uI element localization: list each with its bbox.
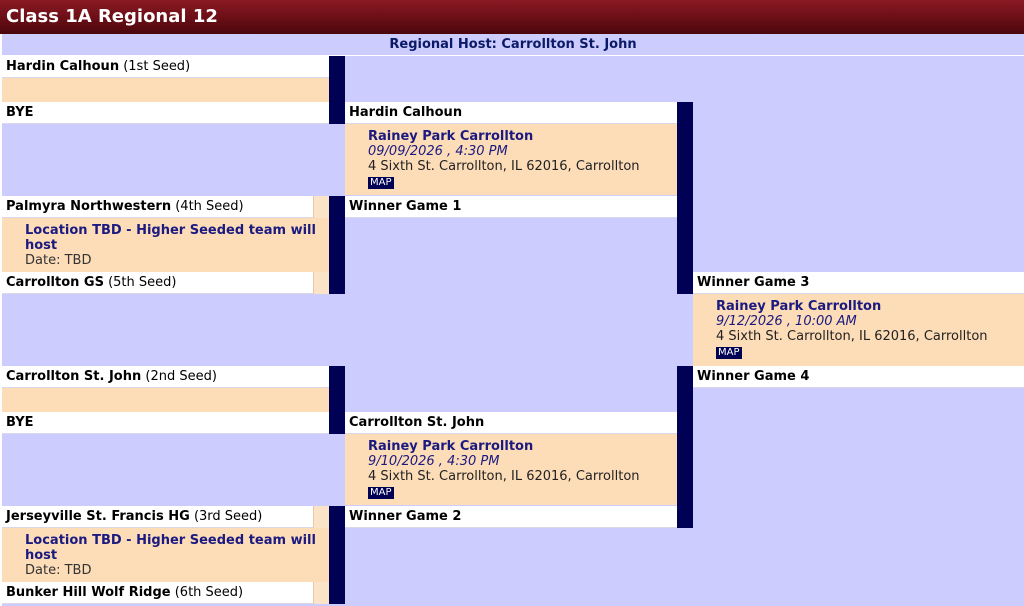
cell-divider <box>313 582 329 604</box>
bracket-connector <box>329 366 345 434</box>
r2-g1-team-top[interactable]: Hardin Calhoun <box>345 102 677 124</box>
team-name: Bunker Hill Wolf Ridge <box>6 585 171 600</box>
r1-g1-info <box>2 78 329 102</box>
r1-g1-team-top[interactable]: Hardin Calhoun (1st Seed) <box>2 56 329 78</box>
game-datetime: 09/09/2026 , 4:30 PM <box>368 144 508 159</box>
bracket-title: Class 1A Regional 12 <box>0 0 1024 34</box>
map-button[interactable]: MAP <box>368 177 394 189</box>
venue-name[interactable]: Rainey Park Carrollton <box>368 439 534 454</box>
r1-g1-team-bottom[interactable]: BYE <box>2 102 329 124</box>
game-datetime: 9/12/2026 , 10:00 AM <box>716 314 857 329</box>
final-info: Rainey Park Carrollton 9/12/2026 , 10:00… <box>693 294 1024 366</box>
location-label: Location TBD - Higher Seeded team will h… <box>25 533 316 563</box>
map-button[interactable]: MAP <box>368 487 394 499</box>
regional-host: Regional Host: Carrollton St. John <box>2 34 1024 56</box>
r1-g4-info: Location TBD - Higher Seeded team will h… <box>2 528 329 582</box>
venue-address: 4 Sixth St. Carrollton, IL 62016, Carrol… <box>368 159 640 174</box>
r1-g2-info: Location TBD - Higher Seeded team will h… <box>2 218 329 272</box>
seed-label: (2nd Seed) <box>145 369 217 384</box>
team-name: Winner Game 2 <box>349 509 462 524</box>
r1-g2-team-top[interactable]: Palmyra Northwestern (4th Seed) <box>2 196 313 218</box>
seed-label: (4th Seed) <box>175 199 244 214</box>
seed-label: (6th Seed) <box>174 585 244 600</box>
cell-divider <box>313 506 329 528</box>
r1-g3-team-top[interactable]: Carrollton St. John (2nd Seed) <box>2 366 329 388</box>
game-datetime: 9/10/2026 , 4:30 PM <box>368 454 500 469</box>
r1-g4-team-bottom[interactable]: Bunker Hill Wolf Ridge (6th Seed) <box>2 582 313 604</box>
bracket-connector <box>329 506 345 604</box>
team-name: Carrollton St. John <box>6 369 142 384</box>
team-name: Winner Game 3 <box>697 275 810 290</box>
date-label: Date: TBD <box>25 563 92 578</box>
map-button[interactable]: MAP <box>716 347 742 359</box>
r2-g2-team-top[interactable]: Carrollton St. John <box>345 412 677 434</box>
cell-divider <box>313 272 329 294</box>
team-name: Carrollton St. John <box>349 415 485 430</box>
r2-g2-team-bottom[interactable]: Winner Game 2 <box>345 506 677 528</box>
r1-g4-team-top[interactable]: Jerseyville St. Francis HG (3rd Seed) <box>2 506 313 528</box>
venue-name[interactable]: Rainey Park Carrollton <box>716 299 882 314</box>
venue-name[interactable]: Rainey Park Carrollton <box>368 129 534 144</box>
location-label: Location TBD - Higher Seeded team will h… <box>25 223 316 253</box>
team-name: Hardin Calhoun <box>349 105 463 120</box>
date-label: Date: TBD <box>25 253 92 268</box>
team-name: BYE <box>6 415 34 430</box>
r1-g2-team-bottom[interactable]: Carrollton GS (5th Seed) <box>2 272 313 294</box>
final-team-bottom[interactable]: Winner Game 4 <box>693 366 1024 388</box>
team-name: Hardin Calhoun <box>6 59 120 74</box>
cell-divider <box>313 196 329 218</box>
bracket-connector <box>677 366 693 528</box>
team-name: Jerseyville St. Francis HG <box>6 509 190 524</box>
seed-label: (1st Seed) <box>123 59 191 74</box>
r2-g1-team-bottom[interactable]: Winner Game 1 <box>345 196 677 218</box>
seed-label: (5th Seed) <box>108 275 177 290</box>
venue-address: 4 Sixth St. Carrollton, IL 62016, Carrol… <box>368 469 640 484</box>
r1-g3-info <box>2 388 329 412</box>
r1-g3-team-bottom[interactable]: BYE <box>2 412 329 434</box>
team-name: Winner Game 4 <box>697 369 810 384</box>
bracket-connector <box>329 196 345 294</box>
team-name: Winner Game 1 <box>349 199 462 214</box>
team-name: Carrollton GS <box>6 275 104 290</box>
seed-label: (3rd Seed) <box>193 509 263 524</box>
r2-g1-info: Rainey Park Carrollton 09/09/2026 , 4:30… <box>345 124 677 195</box>
bracket-connector <box>329 56 345 124</box>
team-name: Palmyra Northwestern <box>6 199 172 214</box>
bracket-connector <box>677 102 693 294</box>
venue-address: 4 Sixth St. Carrollton, IL 62016, Carrol… <box>716 329 988 344</box>
team-name: BYE <box>6 105 34 120</box>
r2-g2-info: Rainey Park Carrollton 9/10/2026 , 4:30 … <box>345 434 677 505</box>
final-team-top[interactable]: Winner Game 3 <box>693 272 1024 294</box>
